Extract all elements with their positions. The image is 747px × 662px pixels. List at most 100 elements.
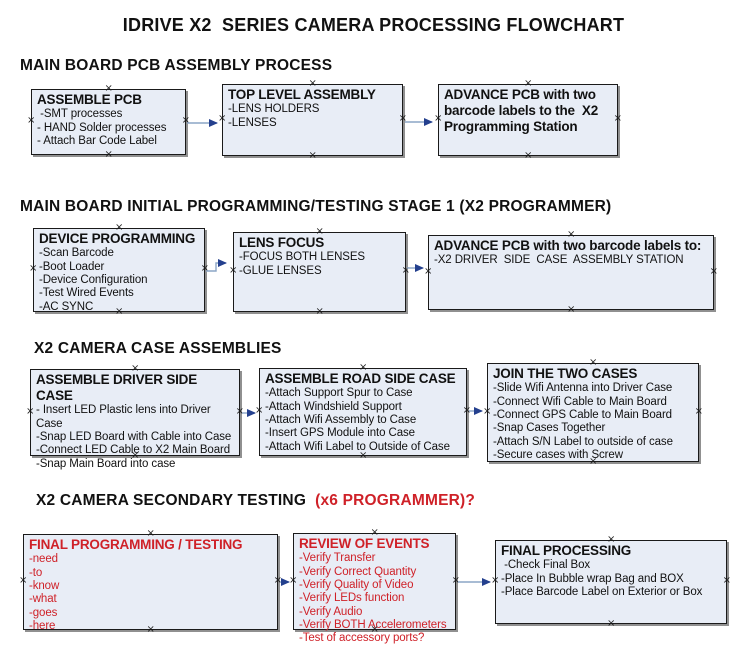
- box-items: - Insert LED Plastic lens into Driver Ca…: [36, 404, 235, 471]
- box-items: -need-to-know-what-goes-here: [29, 553, 273, 633]
- box-items: -Check Final Box-Place In Bubble wrap Ba…: [501, 559, 722, 599]
- flow-box-advance-pcb-programming-station[interactable]: ADVANCE PCB with two barcode labels to t…: [434, 79, 622, 161]
- flow-box-assemble-pcb[interactable]: ASSEMBLE PCB -SMT processes- HAND Solder…: [27, 84, 190, 160]
- connector-handle-icon: ×: [589, 456, 598, 467]
- connector-handle-icon: ×: [567, 229, 576, 240]
- box-item: -need: [29, 553, 58, 566]
- connector-handle-icon: ×: [722, 575, 731, 586]
- connector-handle-icon: ×: [104, 83, 113, 94]
- flow-box-device-programming[interactable]: DEVICE PROGRAMMING -Scan Barcode-Boot Lo…: [29, 223, 209, 317]
- flow-box-final-programming-testing[interactable]: FINAL PROGRAMMING / TESTING -need-to-kno…: [19, 529, 282, 635]
- connector-handle-icon: ×: [315, 306, 324, 317]
- connector-handle-icon: ×: [359, 450, 368, 461]
- section-header-initial-programming: MAIN BOARD INITIAL PROGRAMMING/TESTING S…: [20, 198, 611, 216]
- connector-arrow[interactable]: [206, 259, 227, 272]
- box-item: -LENSES: [228, 116, 277, 129]
- connector-handle-icon: ×: [401, 265, 410, 276]
- flow-box-assemble-road-side-case[interactable]: ASSEMBLE ROAD SIDE CASE -Attach Support …: [255, 363, 471, 461]
- connector-handle-icon: ×: [524, 78, 533, 89]
- box-item: -Verify LEDs function: [299, 592, 405, 605]
- box-title: LENS FOCUS: [239, 235, 325, 250]
- connector-handle-icon: ×: [146, 624, 155, 635]
- box-items: -SMT processes- HAND Solder processes- A…: [37, 108, 181, 148]
- flow-box-review-of-events[interactable]: REVIEW OF EVENTS -Verify Transfer-Verify…: [289, 528, 460, 645]
- box-title: REVIEW OF EVENTS: [299, 536, 430, 551]
- box-item: -Place Barcode Label on Exterior or Box: [501, 585, 703, 598]
- connector-handle-icon: ×: [26, 405, 35, 417]
- box-item: -Scan Barcode: [39, 247, 114, 260]
- box-title: ASSEMBLE PCB: [37, 92, 142, 107]
- connector-handle-icon: ×: [589, 357, 598, 368]
- box-item: -to: [29, 566, 43, 579]
- box-item: -Insert GPS Module into Case: [265, 427, 415, 440]
- box-items: -Slide Wifi Antenna into Driver Case-Con…: [493, 382, 694, 462]
- box-item: -Attach Support Spur to Case: [265, 387, 413, 400]
- flow-box-lens-focus[interactable]: LENS FOCUS -FOCUS BOTH LENSES-GLUE LENSE…: [229, 227, 410, 317]
- box-item: -Check Final Box: [501, 559, 591, 572]
- section-header-pcb-assembly: MAIN BOARD PCB ASSEMBLY PROCESS: [20, 57, 332, 75]
- connector-handle-icon: ×: [131, 450, 140, 461]
- box-item: -SMT processes: [37, 108, 123, 121]
- box-item: -Snap Cases Together: [493, 422, 606, 435]
- box-title: TOP LEVEL ASSEMBLY: [228, 87, 376, 102]
- box-item: -goes: [29, 606, 58, 619]
- connector-handle-icon: ×: [255, 405, 264, 416]
- connector-handle-icon: ×: [273, 575, 282, 586]
- section-header-text: MAIN BOARD PCB ASSEMBLY PROCESS: [20, 57, 333, 74]
- box-item: -Test Wired Events: [39, 287, 134, 300]
- flow-box-join-the-two-cases[interactable]: JOIN THE TWO CASES -Slide Wifi Antenna i…: [483, 358, 703, 467]
- section-header-text: X2 CAMERA CASE ASSEMBLIES: [34, 340, 282, 357]
- connector-handle-icon: ×: [131, 363, 140, 374]
- flow-box-advance-pcb-driver-side-station[interactable]: ADVANCE PCB with two barcode labels to: …: [424, 230, 718, 315]
- box-item: -Verify Quality of Video: [299, 578, 414, 591]
- connector-handle-icon: ×: [370, 527, 379, 538]
- box-item: -what: [29, 593, 57, 606]
- box-item: -Verify Correct Quantity: [299, 565, 417, 578]
- connector-handle-icon: ×: [491, 575, 500, 586]
- flow-box-assemble-driver-side-case[interactable]: ASSEMBLE DRIVER SIDE CASE - Insert LED P…: [26, 364, 244, 470]
- box-item: -FOCUS BOTH LENSES: [239, 251, 365, 264]
- connector-handle-icon: ×: [200, 263, 209, 274]
- box-title: ASSEMBLE ROAD SIDE CASE: [265, 371, 456, 386]
- connector-handle-icon: ×: [462, 405, 471, 416]
- connector-handle-icon: ×: [19, 575, 28, 586]
- box-title: DEVICE PROGRAMMING: [39, 231, 196, 246]
- flow-box-top-level-assembly[interactable]: TOP LEVEL ASSEMBLY -LENS HOLDERS-LENSES …: [218, 79, 407, 161]
- box-item: -Attach Wifi Label to Outside of Case: [265, 440, 450, 453]
- box-item: -Test of accessory ports?: [299, 632, 425, 645]
- connector-handle-icon: ×: [607, 618, 616, 629]
- connector-handle-icon: ×: [398, 113, 407, 124]
- connector-handle-icon: ×: [181, 115, 190, 126]
- section-header-suffix: (x6 PROGRAMMER)?: [310, 492, 476, 509]
- box-items: -Attach Support Spur to Case-Attach Wind…: [265, 387, 462, 454]
- flow-box-final-processing[interactable]: FINAL PROCESSING -Check Final Box-Place …: [491, 535, 731, 629]
- box-title: ADVANCE PCB with two barcode labels to t…: [444, 87, 602, 135]
- connector-handle-icon: ×: [27, 115, 36, 126]
- connector-handle-icon: ×: [146, 528, 155, 539]
- box-item: -X2 DRIVER SIDE CASE ASSEMBLY STATION: [434, 254, 684, 267]
- connector-handle-icon: ×: [235, 405, 244, 417]
- box-item: -AC SYNC: [39, 300, 94, 313]
- box-item: -Verify Audio: [299, 605, 363, 618]
- connector-handle-icon: ×: [434, 113, 443, 124]
- box-items: -FOCUS BOTH LENSES-GLUE LENSES: [239, 251, 401, 278]
- box-item: -Boot Loader: [39, 260, 105, 273]
- box-items: -LENS HOLDERS-LENSES: [228, 103, 398, 130]
- box-title: FINAL PROCESSING: [501, 543, 632, 558]
- connector-handle-icon: ×: [29, 263, 38, 274]
- connector-handle-icon: ×: [308, 150, 317, 161]
- box-title: FINAL PROGRAMMING / TESTING: [29, 537, 243, 552]
- box-item: -here: [29, 619, 56, 632]
- section-header-text: X2 CAMERA SECONDARY TESTING: [36, 492, 311, 509]
- connector-handle-icon: ×: [289, 574, 298, 586]
- box-item: -Secure cases with Screw: [493, 448, 623, 461]
- box-title: ADVANCE PCB with two barcode labels to:: [434, 238, 702, 253]
- box-item: - Insert LED Plastic lens into Driver Ca…: [36, 404, 214, 430]
- box-item: -Connect LED Cable to X2 Main Board: [36, 444, 231, 457]
- box-items: -X2 DRIVER SIDE CASE ASSEMBLY STATION: [434, 254, 709, 267]
- connector-handle-icon: ×: [483, 405, 492, 417]
- box-items: -Verify Transfer-Verify Correct Quantity…: [299, 552, 451, 645]
- connector-handle-icon: ×: [370, 624, 379, 635]
- section-header-secondary-testing: X2 CAMERA SECONDARY TESTING (x6 PROGRAMM…: [36, 492, 475, 510]
